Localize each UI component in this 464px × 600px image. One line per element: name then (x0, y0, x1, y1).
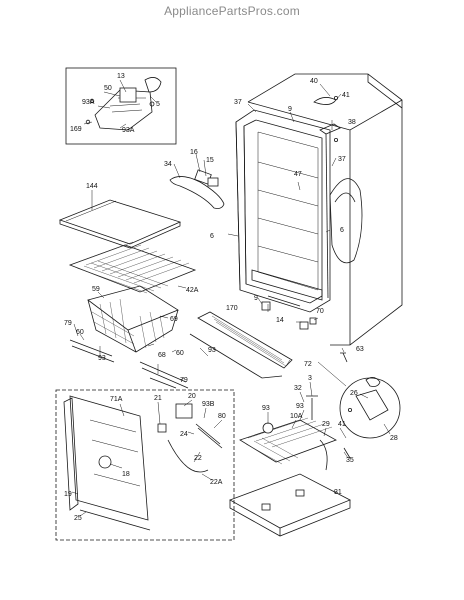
part-label: 93B (202, 401, 215, 408)
part-label: 24 (180, 431, 188, 438)
wire-shelf (68, 241, 197, 294)
part-label: 9 (254, 295, 258, 302)
part-labels: 13 50 93A 5 169 93A 40 41 37 9 38 37 47 … (64, 73, 398, 522)
part-label: 93 (98, 355, 106, 362)
part-label: 47 (294, 171, 302, 178)
kickplate-72 (189, 311, 293, 379)
part-label: 20 (188, 393, 196, 400)
part-label: 9 (288, 106, 292, 113)
handle-assembly (169, 169, 225, 209)
part-label: 37 (234, 99, 242, 106)
site-watermark: AppliancePartsPros.com (164, 4, 300, 18)
machine-compartment (229, 395, 351, 537)
part-label: 22A (210, 479, 223, 486)
part-label: 5 (156, 101, 160, 108)
part-label: 40 (310, 78, 318, 85)
part-label: 6 (210, 233, 214, 240)
part-label: 93 (262, 405, 270, 412)
part-label: 59 (92, 286, 100, 293)
leader-lines (71, 79, 391, 517)
part-label: 63 (356, 346, 364, 353)
part-label: 16 (190, 149, 198, 156)
part-label: 60 (176, 350, 184, 357)
part-label: 79 (180, 377, 188, 384)
part-label: 169 (70, 126, 82, 133)
part-label: 93A (122, 127, 135, 134)
part-label: 18 (122, 471, 130, 478)
basket-59 (87, 285, 179, 353)
part-label: 15 (206, 157, 214, 164)
part-label: 31 (334, 489, 342, 496)
part-label: 93 (296, 403, 304, 410)
part-label: 144 (86, 183, 98, 190)
part-label: 6 (340, 227, 344, 234)
part-label: 93 (208, 347, 216, 354)
control-assembly-inset (65, 67, 177, 145)
part-label: 60 (76, 329, 84, 336)
part-label: 38 (348, 119, 356, 126)
part-label: 26 (350, 390, 358, 397)
part-label: 10A (290, 413, 303, 420)
part-label: 19 (64, 491, 72, 498)
part-label: 69 (170, 316, 178, 323)
part-label: 32 (294, 385, 302, 392)
shelf-144 (58, 199, 182, 249)
part-label: 72 (304, 361, 312, 368)
part-label: 170 (226, 305, 238, 312)
part-label: 14 (276, 317, 284, 324)
part-label: 80 (218, 413, 226, 420)
part-label: 42A (186, 287, 199, 294)
part-label: 22 (194, 455, 202, 462)
part-label: 41 (338, 421, 346, 428)
part-label: 34 (164, 161, 172, 168)
hinge-inset (317, 361, 401, 439)
part-label: 37 (338, 156, 346, 163)
part-label: 21 (154, 395, 162, 402)
part-label: 28 (390, 435, 398, 442)
part-label: 29 (322, 421, 330, 428)
part-label: 68 (158, 352, 166, 359)
part-label: 70 (316, 308, 324, 315)
part-label: 93A (82, 99, 95, 106)
part-label: 71A (110, 396, 123, 403)
cabinet-body (235, 73, 403, 363)
part-label: 25 (74, 515, 82, 522)
part-label: 79 (64, 320, 72, 327)
slide-rails (69, 339, 189, 389)
part-label: 3 (308, 375, 312, 382)
door-inset (55, 389, 235, 541)
part-label: 35 (346, 457, 354, 464)
part-label: 41 (342, 92, 350, 99)
part-label: 50 (104, 85, 112, 92)
part-label: 13 (117, 73, 125, 80)
